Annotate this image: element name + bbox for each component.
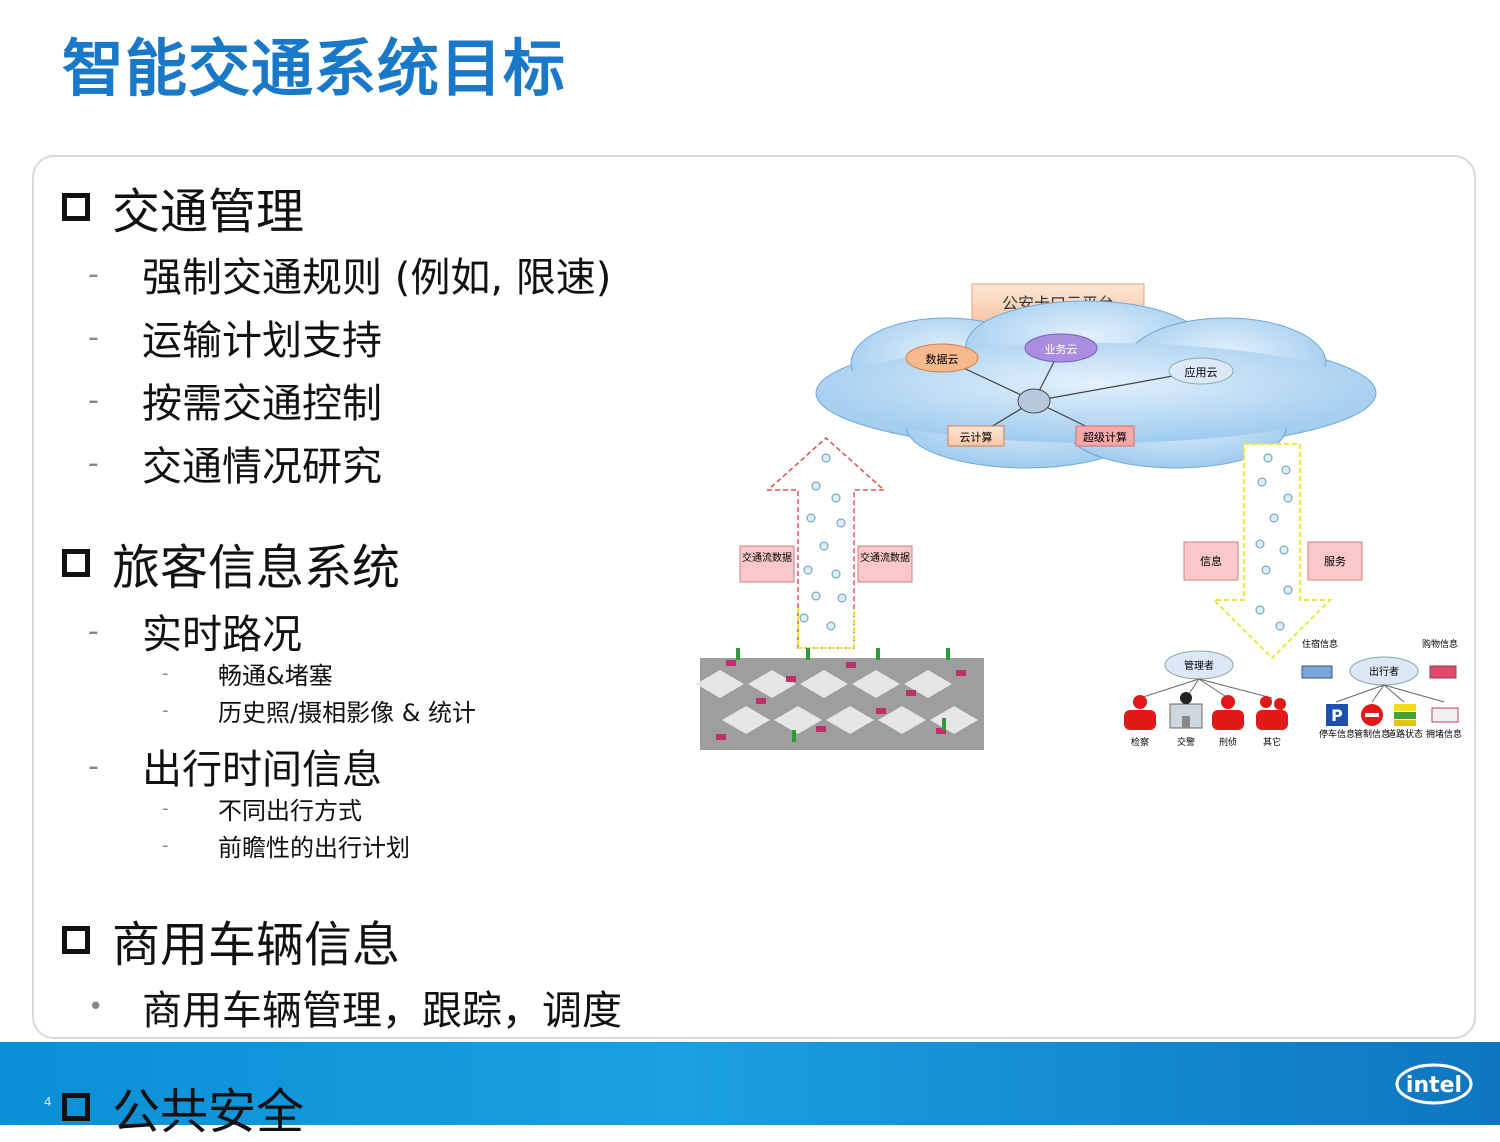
info-label: 管制信息 [1354,728,1390,740]
heading-traffic-management: 交通管理 [62,172,304,242]
sub-list-item: -畅通&堵塞 [162,662,333,690]
cloud-node-label: 云计算 [960,430,993,444]
cloud-node-label: 超级计算 [1083,430,1127,444]
person-label: 其它 [1263,736,1281,748]
list-item: -强制交通规则 (例如, 限速) [88,255,612,301]
svg-text:P: P [1331,706,1343,725]
road-network [696,648,984,750]
svg-text:intel: intel [1406,1073,1462,1098]
list-item: -出行时间信息 [88,747,382,793]
slide-title: 智能交通系统目标 [62,32,567,105]
heading-commercial-vehicle: 商用车辆信息 [62,905,400,975]
person-icon [1124,695,1156,730]
shopping-icon [1429,665,1457,679]
sub-list-item: -历史照/摄相影像 & 统计 [162,699,477,727]
info-label: 购物信息 [1422,638,1458,650]
checkbox-icon [62,1093,90,1121]
heading-public-safety: 公共安全 [62,1072,304,1142]
checkbox-icon [62,926,90,954]
hub-node [1017,388,1051,414]
sub-list-item: -不同出行方式 [162,797,362,825]
heading-traveler-info: 旅客信息系统 [62,528,400,598]
traveler-label: 出行者 [1369,665,1399,678]
info-label: 停车信息 [1319,728,1355,740]
arrow-label: 服务 [1324,555,1346,568]
arrow-label: 信息 [1200,554,1222,568]
info-label: 道路状态 [1387,728,1423,740]
intel-logo-icon: intel [1395,1063,1473,1105]
checkbox-icon [62,193,90,221]
info-label: 拥堵信息 [1426,728,1462,740]
download-arrow [1211,443,1333,660]
cloud-node-label: 数据云 [926,352,959,366]
checkbox-icon [62,549,90,577]
page-number: 4 [44,1095,52,1109]
congestion-icon [1431,707,1459,723]
group-icon [1256,696,1288,730]
manager-label: 管理者 [1184,659,1214,672]
person-label: 交警 [1177,736,1195,748]
sub-list-item: -前瞻性的出行计划 [162,834,410,862]
arrow-label: 交通流数据 [860,551,910,564]
list-item: -实时路况 [88,612,302,658]
person-label: 刑侦 [1219,737,1237,748]
list-item: -交通情况研究 [88,444,382,490]
road-status-icon [1394,704,1416,726]
person-label: 检察 [1131,736,1149,748]
cloud-node-label: 业务云 [1045,343,1078,356]
parking-icon [1326,704,1348,726]
list-item: -运输计划支持 [88,318,382,364]
info-label: 住宿信息 [1302,638,1338,650]
arrow-label: 交通流数据 [742,551,792,564]
its-diagram: 公安卡口云平台 数据云 业务云 应用云 云计算 超级计算 交通流数据 交通流数据 [696,283,1462,750]
list-item: •商用车辆管理，跟踪，调度 [88,988,622,1034]
content-panel [32,155,1476,1039]
cloud-node-label: 应用云 [1185,365,1218,379]
person-icon [1212,695,1244,730]
footer-bar [0,1042,1500,1125]
hotel-icon [1301,665,1333,679]
police-icon [1169,692,1203,729]
list-item: -按需交通控制 [88,381,382,427]
